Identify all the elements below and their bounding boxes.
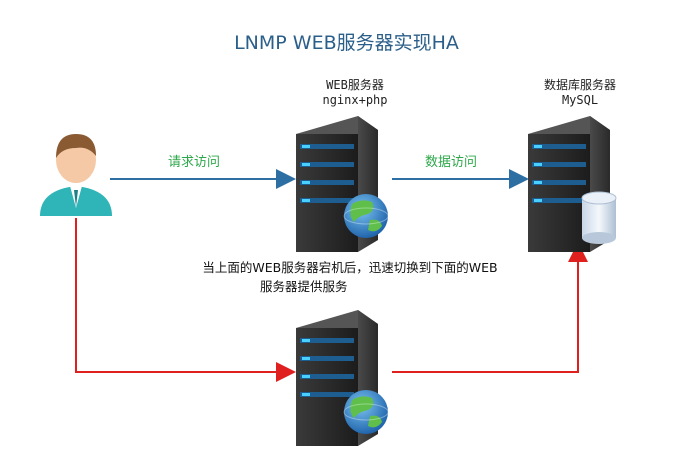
edge-backup-web-to-db xyxy=(392,242,588,373)
web-server-stack: nginx+php xyxy=(322,93,388,107)
globe-icon xyxy=(343,194,389,238)
database-icon xyxy=(581,191,617,244)
backup-globe-icon xyxy=(343,390,389,434)
failover-note-line1: 当上面的WEB服务器宕机后，迅速切换到下面的WEB xyxy=(202,260,498,275)
db-server-stack: MySQL xyxy=(561,93,599,107)
request-edge-label: 请求访问 xyxy=(168,155,221,170)
web-server-name: WEB服务器 xyxy=(326,78,384,92)
backup-web-server-icon xyxy=(296,310,378,446)
web-server-label: WEB服务器 nginx+php xyxy=(300,78,410,108)
failover-note: 当上面的WEB服务器宕机后，迅速切换到下面的WEB 服务器提供服务 xyxy=(140,258,560,296)
data-edge-label: 数据访问 xyxy=(425,155,478,170)
diagram-title: LNMP WEB服务器实现HA xyxy=(234,32,459,54)
user-icon xyxy=(40,134,112,216)
db-server-label: 数据库服务器 MySQL xyxy=(525,78,635,108)
edge-user-to-backup-web xyxy=(75,218,296,382)
failover-note-line2: 服务器提供服务 xyxy=(260,279,348,294)
db-server-name: 数据库服务器 xyxy=(543,78,616,92)
